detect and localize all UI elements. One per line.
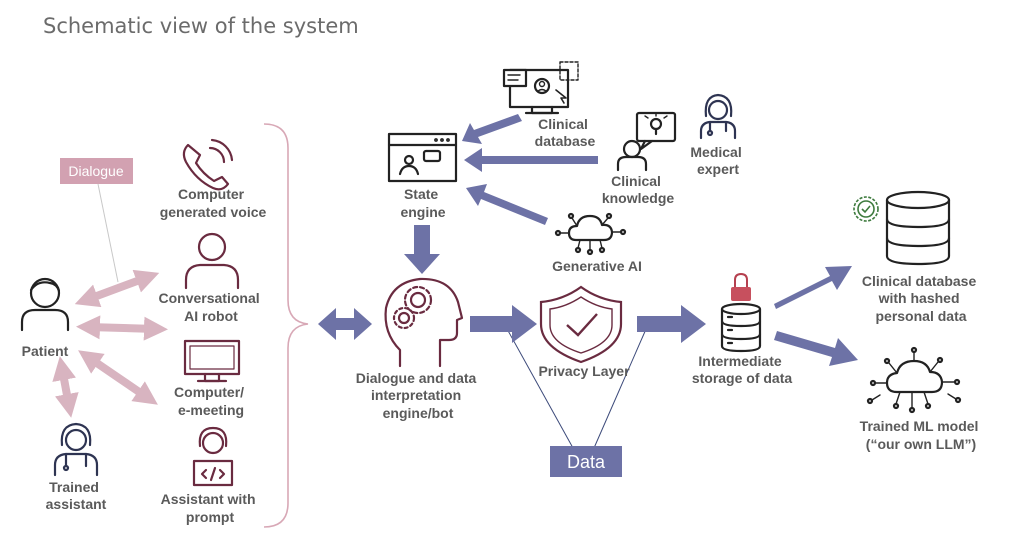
- svg-text:Data: Data: [567, 452, 606, 472]
- clinical-database-icon: [502, 61, 579, 115]
- arrow-brace-engine: [318, 308, 372, 340]
- arrow-patient-meeting: [78, 350, 158, 405]
- intermediate-storage-icon: [720, 272, 762, 353]
- computer-meeting-label: Computer/ e-meeting: [174, 384, 248, 418]
- arrow-storage-db: [774, 266, 852, 309]
- arrow-genai-state: [466, 184, 548, 225]
- arrow-engine-privacy: [470, 305, 537, 343]
- medical-expert-icon: [699, 93, 737, 140]
- arrow-state-engine: [404, 225, 440, 274]
- hashed-database-icon: [853, 190, 951, 266]
- patient-icon: [20, 277, 70, 332]
- head-gears-icon: [384, 277, 464, 368]
- pink-arrows: [52, 269, 168, 418]
- assistant-laptop-icon: [192, 426, 234, 487]
- channels-brace: [263, 123, 309, 528]
- dialogue-engine-label: Dialogue and data interpretation engine/…: [356, 370, 480, 421]
- svg-text:Dialogue: Dialogue: [68, 163, 123, 179]
- clinical-database-label: Clinical database: [535, 116, 596, 149]
- trained-assistant-icon: [53, 422, 99, 477]
- conversational-ai-label: Conversational AI robot: [158, 290, 263, 324]
- arrow-patient-robot: [76, 315, 168, 341]
- hashed-database-label: Clinical database with hashed personal d…: [862, 273, 980, 324]
- clinical-knowledge-label: Clinical knowledge: [602, 173, 675, 206]
- arrow-storage-ml: [774, 331, 858, 366]
- arrow-db-state: [462, 114, 522, 144]
- privacy-layer-label: Privacy Layer: [538, 363, 630, 379]
- ml-model-label: Trained ML model (“our own LLM”): [860, 418, 983, 452]
- state-engine-icon: [387, 132, 458, 183]
- phone-icon: [182, 138, 234, 191]
- robot-person-icon: [184, 232, 240, 290]
- ml-model-icon: [866, 346, 962, 414]
- dialogue-tag: Dialogue: [60, 158, 133, 184]
- trained-assistant-label: Trained assistant: [46, 479, 107, 512]
- generative-ai-label: Generative AI: [552, 258, 642, 274]
- patient-label: Patient: [22, 343, 69, 359]
- generative-ai-icon: [554, 212, 627, 256]
- clinical-knowledge-icon: [616, 111, 677, 172]
- dialogue-connector-line: [97, 183, 119, 283]
- state-engine-label: State engine: [400, 186, 445, 220]
- computer-voice-label: Computer generated voice: [160, 186, 267, 220]
- page-title: Schematic view of the system: [43, 14, 359, 38]
- shield-icon: [539, 285, 623, 364]
- data-lines: [500, 317, 651, 449]
- assistant-prompt-label: Assistant with prompt: [161, 491, 260, 525]
- arrow-patient-voice: [74, 269, 160, 308]
- arrow-knowledge-state: [464, 148, 598, 172]
- data-tag: Data: [550, 446, 622, 477]
- arrow-patient-assistant: [52, 356, 79, 418]
- arrow-privacy-storage: [637, 305, 706, 343]
- monitor-icon: [183, 339, 241, 383]
- medical-expert-label: Medical expert: [690, 144, 745, 177]
- intermediate-storage-label: Intermediate storage of data: [692, 353, 793, 386]
